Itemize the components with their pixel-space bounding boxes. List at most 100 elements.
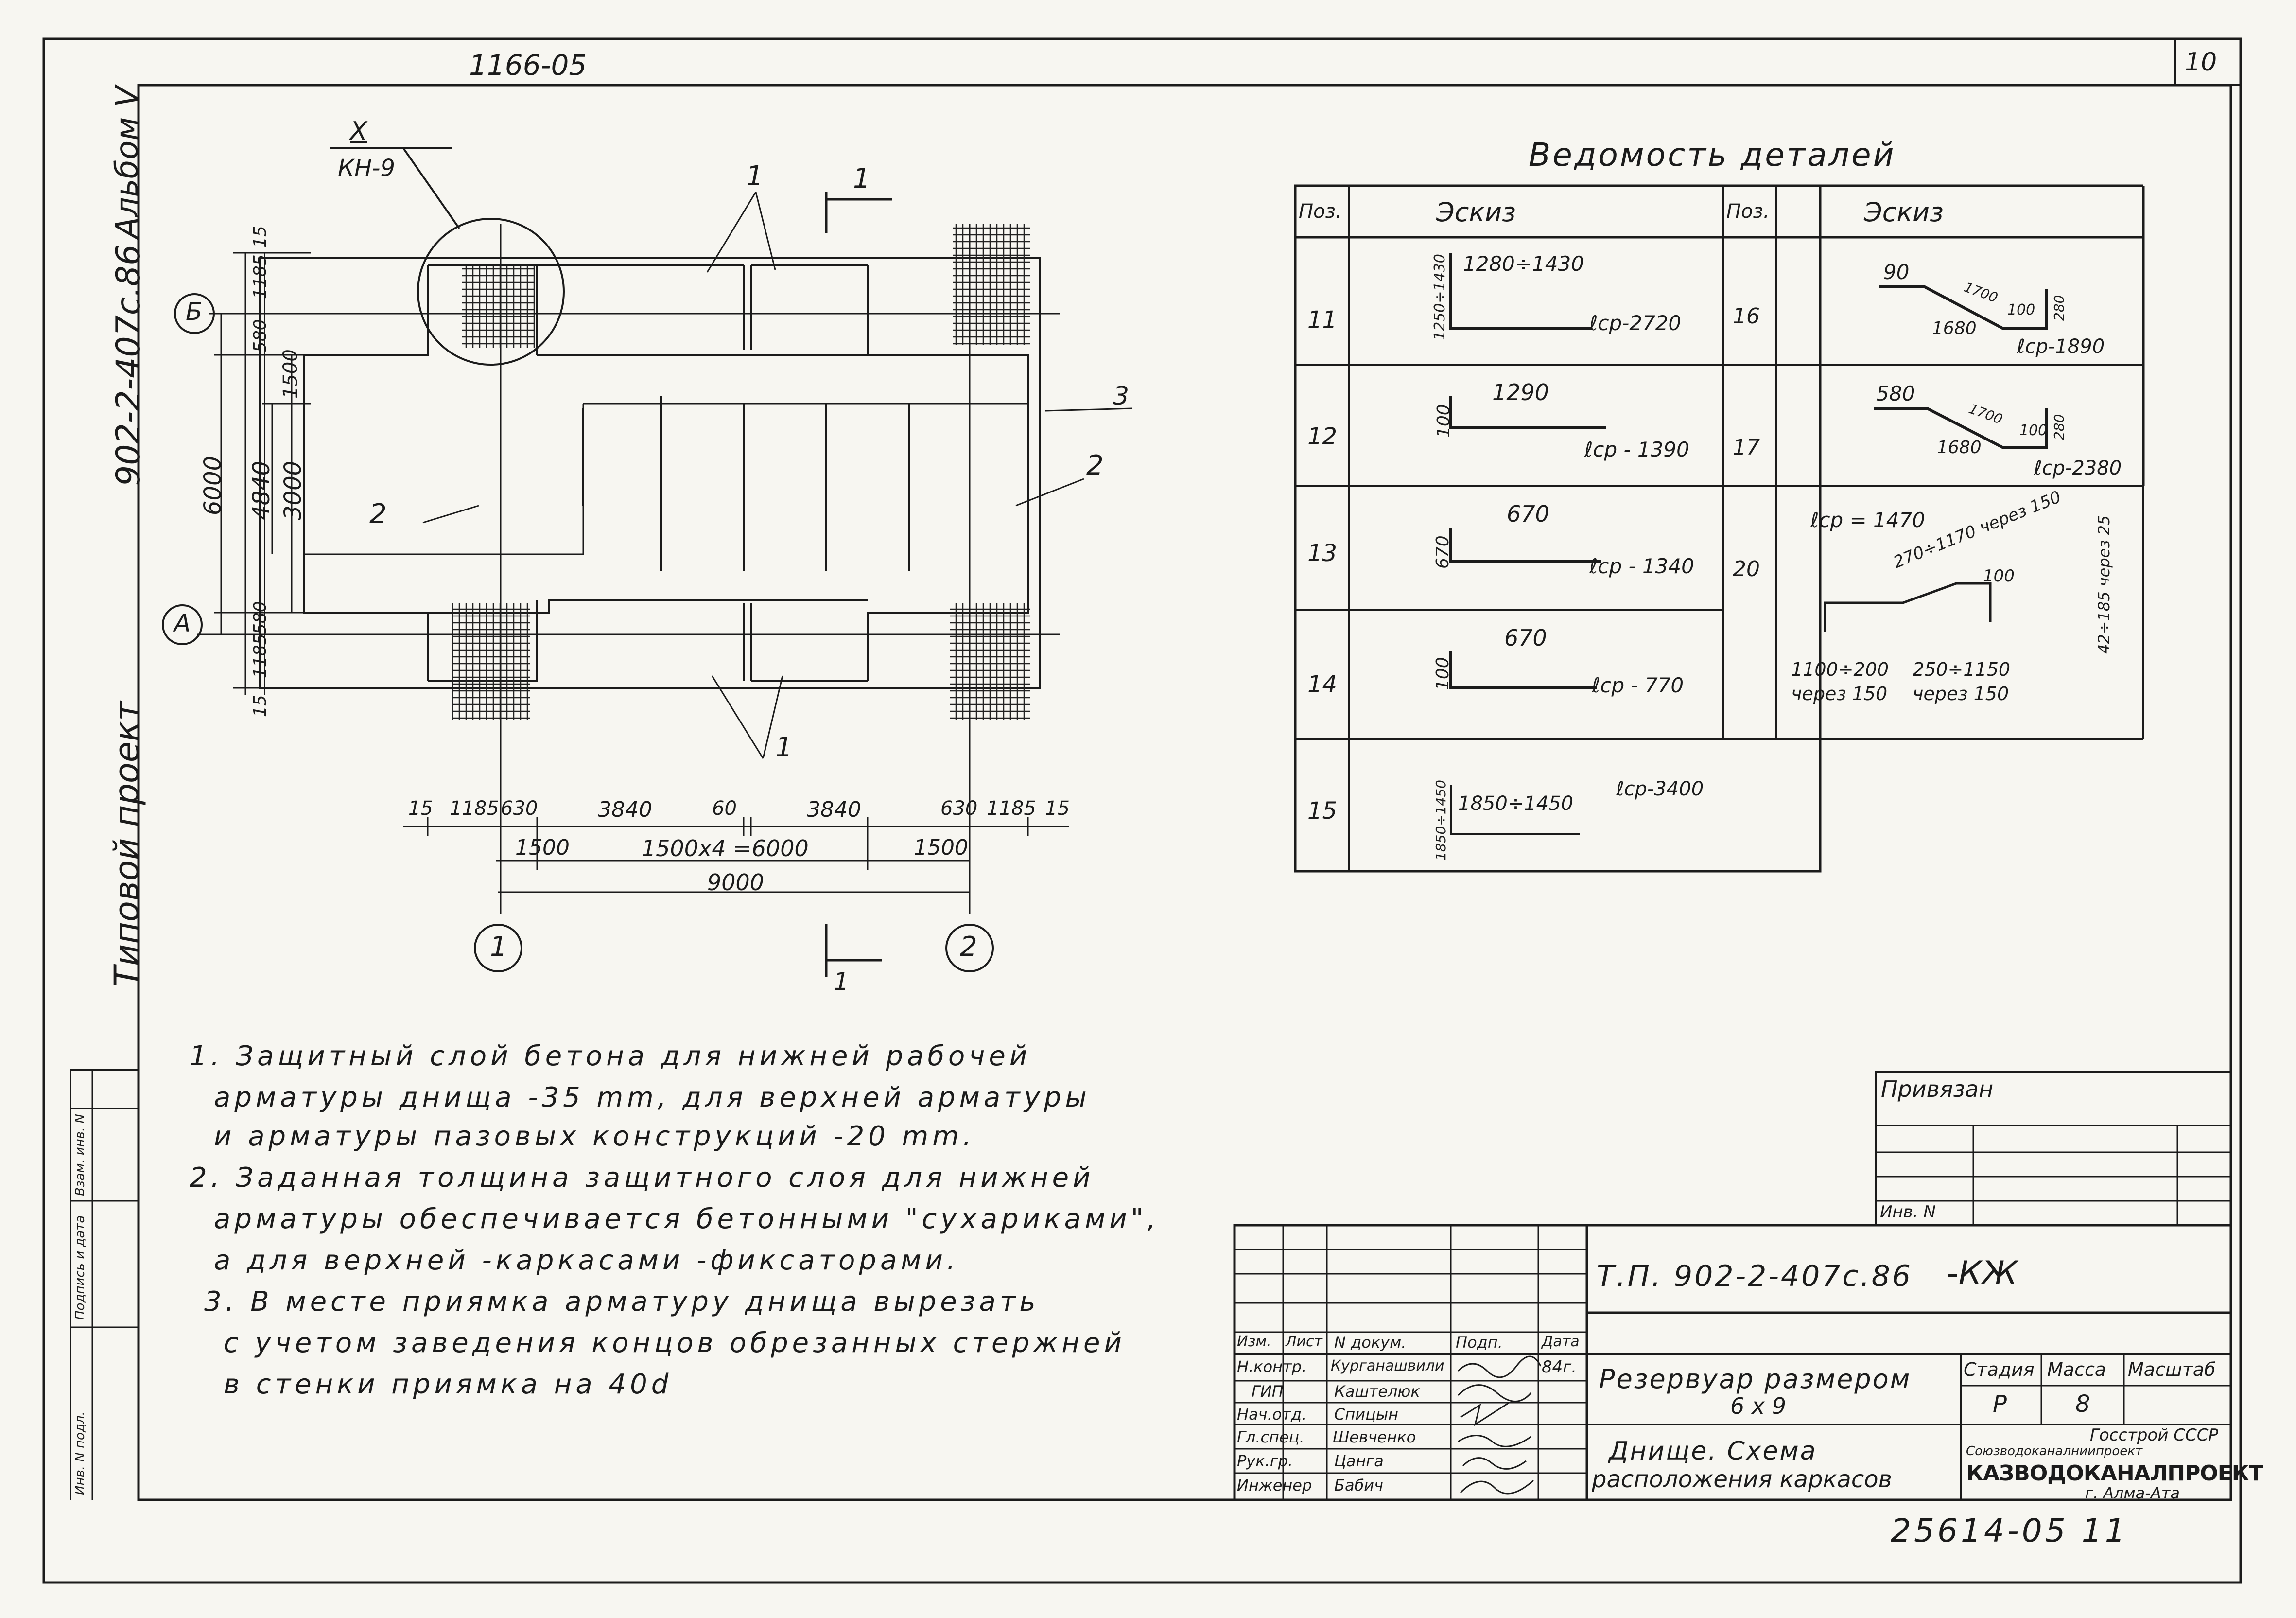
dim-bottom2-1500a: 1500 (515, 835, 570, 860)
hdr-data: Дата (1542, 1333, 1580, 1350)
node-callout (330, 147, 565, 366)
row16-pos: 16 (1733, 304, 1760, 329)
stage-header: Стадия (1964, 1359, 2035, 1380)
axis-label-a: А (174, 609, 191, 637)
row16-d3: 100 (2007, 301, 2035, 318)
row17-d5: 1680 (1937, 438, 1982, 457)
sheet-title-1: Днище. Схема (1609, 1437, 1817, 1466)
dim-left-1185a: 1185 (250, 254, 270, 299)
col-pos-left: Поз. (1299, 200, 1342, 223)
privyazan-label: Привязан (1881, 1076, 1994, 1102)
row13-pos: 13 (1307, 540, 1338, 567)
section-label-bottom: 1 (834, 967, 849, 996)
dim-left-15a: 15 (250, 226, 270, 248)
role-2: ГИП (1252, 1382, 1284, 1401)
title-block-grid (1233, 1071, 2232, 1501)
dim-left-580b: 580 (250, 601, 270, 634)
date-1: 84г. (1542, 1357, 1577, 1377)
row13-side: 670 (1433, 535, 1453, 569)
album-label: Альбом V (109, 86, 145, 238)
row17-d4: 280 (2051, 414, 2067, 440)
org-line-2: Союзводоканалниипроект (1966, 1444, 2143, 1459)
pos-label-1-top: 1 (746, 160, 764, 192)
row12-side: 100 (1434, 404, 1454, 438)
row20-pos: 20 (1733, 557, 1760, 581)
row11-side: 1250÷1430 (1431, 254, 1448, 340)
row13-len: ℓср - 1340 (1589, 554, 1694, 578)
pos-label-2-left: 2 (369, 498, 387, 530)
stamp-inv: Инв. N подл. (73, 1411, 87, 1495)
role-3: Нач.отд. (1237, 1405, 1307, 1424)
name-3: Спицын (1334, 1405, 1399, 1424)
row17-pos: 17 (1733, 435, 1760, 460)
bottom-dimensions (403, 817, 1069, 893)
org-line-1: Госстрой СССР (2090, 1425, 2218, 1445)
stage-value: Р (1993, 1390, 2007, 1418)
dim-left-1500: 1500 (279, 349, 302, 399)
row17-d1: 580 (1876, 382, 1915, 405)
dim-total-9000: 9000 (707, 869, 765, 896)
note-line-6: а для верхней -каркасами -фиксаторами. (214, 1245, 959, 1276)
dim-left-6000: 6000 (199, 456, 226, 515)
object-size: 6 х 9 (1730, 1393, 1786, 1419)
callout-top: X (350, 117, 367, 146)
row15-side: 1850÷1450 (1433, 780, 1449, 861)
row16-len: ℓср-1890 (2017, 335, 2105, 358)
name-1: Курганашвили (1331, 1357, 1444, 1374)
row14-top: 670 (1504, 625, 1547, 651)
row20-d5: через 150 (1791, 683, 1888, 704)
pos-label-1-bottom: 1 (775, 732, 793, 763)
name-5: Цанга (1334, 1452, 1384, 1470)
row11-len: ℓср-2720 (1589, 311, 1682, 335)
dim-left-580a: 580 (250, 319, 270, 352)
mesh-corners (452, 224, 1030, 720)
archive-top: 1166-05 (469, 49, 587, 82)
note-line-9: в стенки приямка на 40d (224, 1369, 673, 1400)
row14-pos: 14 (1307, 671, 1338, 698)
row20-d6: 250÷1150 (1913, 659, 2011, 680)
org-line-4: г. Алма-Ата (2085, 1484, 2180, 1502)
note-line-8: с учетом заведения концов обрезанных сте… (224, 1327, 1126, 1359)
dim-bottom-1185a: 1185 (450, 797, 499, 820)
dim-left-3000: 3000 (279, 460, 307, 520)
row12-len: ℓср - 1390 (1584, 438, 1689, 461)
row17-len: ℓср-2380 (2034, 457, 2122, 479)
object-name: Резервуар размером (1599, 1364, 1912, 1394)
project-type: Типовой проект (107, 701, 147, 987)
dim-bottom-630a: 630 (501, 797, 538, 820)
hdr-ndoc: N докум. (1334, 1333, 1407, 1352)
row16-d5: 1680 (1932, 318, 1977, 338)
hdr-list: Лист (1286, 1333, 1323, 1350)
title-code: Т.П. 902-2-407с.86 (1597, 1259, 1913, 1293)
col-sketch-left: Эскиз (1436, 197, 1516, 228)
stamp-sign: Подпись и дата (73, 1215, 87, 1320)
axis-label-1: 1 (490, 931, 507, 963)
bar-sketches (1449, 253, 2048, 835)
sheet-title-2: расположения каркасов (1592, 1466, 1892, 1493)
role-4: Гл.спец. (1237, 1428, 1305, 1446)
col-sketch-right: Эскиз (1864, 197, 1944, 228)
hdr-podp: Подп. (1456, 1333, 1503, 1352)
sheet-number: 10 (2185, 48, 2217, 77)
note-line-7: 3. В месте приямка арматуру днища выреза… (204, 1286, 1040, 1318)
pos-label-2-right: 2 (1086, 450, 1104, 481)
mass-header: Масса (2047, 1359, 2106, 1380)
name-2: Каштелюк (1334, 1382, 1420, 1401)
note-line-1: 1. Защитный слой бетона для нижней рабоч… (190, 1040, 1031, 1072)
privyazan-inv: Инв. N (1880, 1202, 1936, 1222)
row12-top: 1290 (1492, 379, 1549, 405)
sheet-frame (42, 37, 2242, 1584)
row15-len: ℓср-3400 (1616, 778, 1704, 800)
note-line-4: 2. Заданная толщина защитного слоя для н… (190, 1162, 1095, 1194)
dim-bottom2-6000: 1500х4 =6000 (642, 835, 809, 862)
scale-header: Масштаб (2128, 1359, 2216, 1380)
dim-bottom-3840b: 3840 (807, 797, 861, 822)
row11-pos: 11 (1307, 306, 1338, 334)
album-code: 902-2-407с.86 (109, 244, 148, 486)
dim-bottom-15a: 15 (408, 797, 433, 820)
mass-value: 8 (2075, 1390, 2090, 1418)
row20-d3: 42÷185 через 25 (2095, 515, 2113, 654)
row20-len: ℓср = 1470 (1810, 508, 1925, 532)
